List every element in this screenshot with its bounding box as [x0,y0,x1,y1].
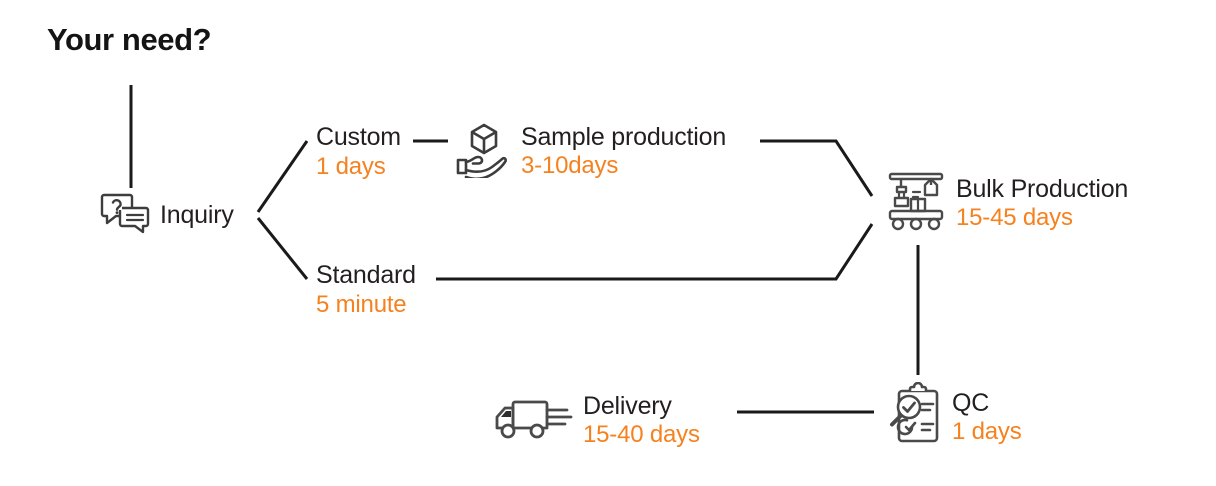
assembly-line-icon [884,166,948,241]
node-custom-label: Custom [316,123,401,151]
node-qc-duration: 1 days [952,418,1022,446]
edge-sample-to-bulk [760,139,874,197]
node-qc[interactable]: QC 1 days [882,381,1022,453]
node-inquiry-label: Inquiry [160,200,234,229]
node-standard[interactable]: Standard 5 minute [316,261,416,319]
node-sample-production-duration: 3-10days [521,152,619,180]
node-bulk-production-label: Bulk Production [956,174,1129,203]
cube-in-hand-icon [455,120,513,183]
node-bulk-production-duration: 15-45 days [956,204,1073,232]
node-standard-duration: 5 minute [316,290,407,318]
node-delivery-label: Delivery [583,391,672,420]
node-custom[interactable]: Custom 1 days [316,123,401,181]
node-delivery[interactable]: Delivery 15-40 days [489,390,700,451]
node-sample-production[interactable]: Sample production 3-10days [455,120,726,183]
delivery-truck-icon [489,390,575,451]
node-bulk-production[interactable]: Bulk Production 15-45 days [884,166,1128,241]
node-custom-duration: 1 days [316,152,386,180]
node-standard-label: Standard [316,261,416,289]
chat-question-icon [100,190,152,241]
clipboard-magnifier-icon [882,381,944,453]
page-title: Your need? [47,22,212,57]
edge-inquiry-to-standard [256,217,309,280]
node-sample-production-label: Sample production [521,122,727,151]
node-qc-label: QC [952,388,990,417]
node-delivery-duration: 15-40 days [583,421,700,449]
node-inquiry[interactable]: Inquiry [100,190,234,241]
edge-inquiry-to-custom [256,140,309,213]
edge-standard-to-bulk [436,223,874,281]
